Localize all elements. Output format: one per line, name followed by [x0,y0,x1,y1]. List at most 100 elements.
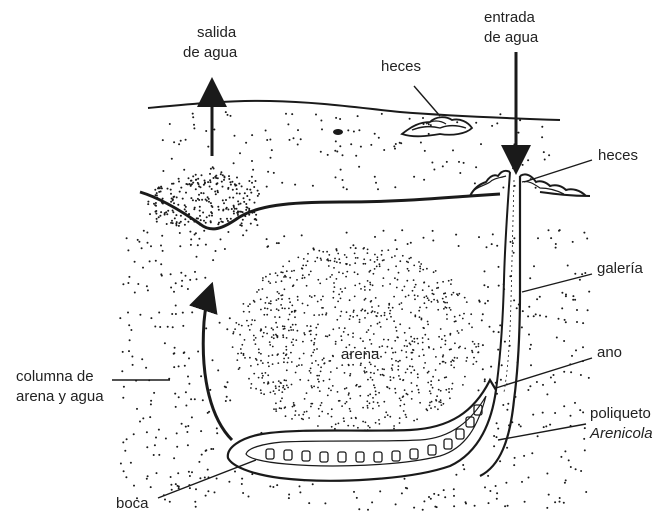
sand-grain [216,432,218,434]
sand-grain [383,401,385,403]
sand-grain [372,284,374,286]
sand-grain [363,370,365,372]
sand-grain [412,290,414,292]
sand-grain [397,279,399,281]
sand-grain [364,263,366,265]
sand-grain [360,310,362,312]
sand-grain [339,400,341,402]
sand-grain [285,276,287,278]
sand-grain [248,378,250,380]
sand-grain [240,352,242,354]
sand-grain [335,140,337,142]
sand-grain [192,175,194,177]
sand-grain [413,369,415,371]
sand-grain [504,341,506,343]
sand-grain [174,347,176,349]
sand-grain [432,376,434,378]
sand-grain [401,229,403,231]
sand-grain [430,384,432,386]
sand-grain [158,216,160,218]
sand-grain [150,403,152,405]
sand-grain [262,280,264,282]
sand-grain [564,450,566,452]
sand-grain [545,425,547,427]
sand-grain [289,314,291,316]
sand-grain [333,267,335,269]
sand-grain [446,318,448,320]
sand-grain [421,318,423,320]
sand-grain [388,303,390,305]
sand-grain [387,346,389,348]
sand-grain [462,318,464,320]
sand-grain [362,340,364,342]
sand-grain [420,142,422,144]
sand-grain [559,229,561,231]
sand-grain [546,473,548,475]
sand-grain [210,221,212,223]
sand-grain [407,243,409,245]
sand-grain [207,469,209,471]
sand-grain [191,471,193,473]
sand-grain [374,254,376,256]
label-arenicola: Arenicola [589,425,653,442]
sand-grain [424,334,426,336]
sand-grain [383,230,385,232]
sand-grain [536,298,538,300]
sand-grain [288,330,290,332]
sand-grain [297,144,299,146]
sand-grain [171,220,173,222]
sand-grain [307,305,309,307]
sand-grain [336,151,338,153]
sand-grain [289,139,291,141]
sand-grain [537,237,539,239]
sand-grain [316,375,318,377]
sand-grain [396,330,398,332]
sand-grain [430,380,432,382]
sand-grain [497,349,499,351]
sand-grain [484,302,486,304]
sand-grain [176,432,178,434]
sand-grain [133,485,135,487]
sand-grain [499,113,501,115]
sand-grain [340,335,342,337]
sand-grain [482,368,484,370]
sand-grain [456,357,458,359]
sand-grain [527,389,529,391]
sand-grain [164,212,166,214]
sand-grain [187,221,189,223]
sand-grain [414,316,416,318]
sand-grain [453,360,455,362]
sand-grain [216,182,218,184]
sand-grain [417,295,419,297]
sand-grain [149,260,151,262]
sand-grain [183,352,185,354]
sand-grain [141,247,143,249]
sand-grain [535,313,537,315]
sand-grain [474,343,476,345]
sand-grain [273,390,275,392]
sand-grain [374,176,376,178]
sand-grain [197,351,199,353]
sand-grain [405,414,407,416]
sand-grain [418,310,420,312]
sand-grain [408,270,410,272]
sand-grain [458,161,460,163]
sand-grain [326,278,328,280]
sand-grain [255,180,257,182]
sand-grain [258,289,260,291]
sand-grain [478,346,480,348]
sand-grain [563,371,565,373]
sand-grain [297,330,299,332]
sand-grain [166,223,168,225]
sand-grain [318,408,320,410]
label-salida-1: salida [197,24,237,41]
sand-grain [374,365,376,367]
sand-grain [320,299,322,301]
sand-grain [428,285,430,287]
sand-grain [338,294,340,296]
sand-grain [399,323,401,325]
sand-grain [278,386,280,388]
sand-grain [451,294,453,296]
sand-grain [448,388,450,390]
sand-grain [513,252,515,254]
